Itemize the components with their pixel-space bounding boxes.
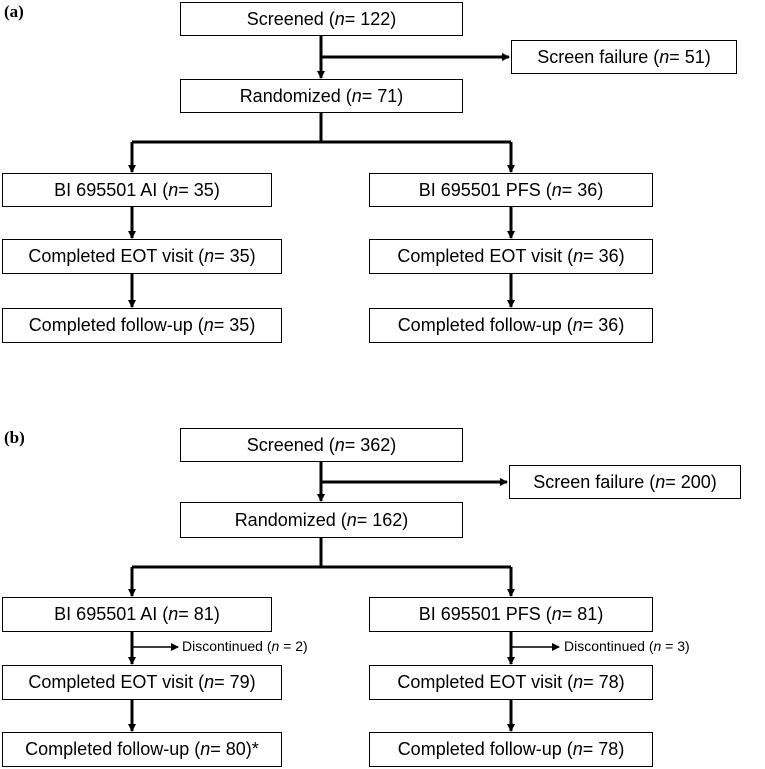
n-symbol: n (204, 672, 215, 692)
b-pfs-followup-count: = 78) (582, 739, 625, 759)
b-randomized-count: = 162) (356, 509, 409, 530)
b-screened-text: Screened ( (246, 434, 335, 455)
b-pfs-discontinued-note: Discontinued (n = 3) (564, 638, 690, 654)
arm-ai-box: BI 695501 AI (n = 35) (2, 173, 272, 207)
arm-pfs-text: BI 695501 PFS ( (418, 179, 552, 200)
b-ai-eot-box: Completed EOT visit (n = 79) (2, 665, 282, 700)
pfs-eot-text: Completed EOT visit ( (397, 246, 574, 266)
screened-box: Screened (n = 122) (180, 2, 463, 36)
randomized-text: Randomized ( (239, 85, 352, 106)
n-symbol: n (573, 672, 584, 692)
pfs-followup-count: = 36) (582, 315, 625, 335)
b-randomized-box: Randomized (n = 162) (180, 502, 463, 538)
screened-count: = 122) (344, 8, 397, 29)
b-arm-ai-text: BI 695501 AI ( (54, 604, 169, 624)
n-symbol: n (271, 638, 280, 654)
pfs-discontinued-count: = 3) (661, 638, 690, 654)
b-randomized-text: Randomized ( (234, 509, 347, 530)
n-symbol: n (351, 85, 362, 106)
n-symbol: n (655, 471, 666, 492)
b-screen-failure-count: = 200) (665, 471, 717, 492)
n-symbol: n (551, 179, 562, 200)
b-pfs-eot-count: = 78) (583, 672, 625, 692)
b-ai-followup-box: Completed follow-up (n = 80)* (2, 732, 282, 767)
arm-pfs-count: = 36) (561, 179, 604, 200)
n-symbol: n (334, 8, 345, 29)
b-arm-pfs-count: = 81) (561, 604, 604, 624)
b-arm-pfs-box: BI 695501 PFS (n = 81) (369, 597, 653, 632)
b-screen-failure-box: Screen failure (n = 200) (509, 465, 741, 499)
randomized-count: = 71) (361, 85, 404, 106)
screen-failure-box: Screen failure (n = 51) (511, 40, 737, 74)
screened-text: Screened ( (246, 8, 335, 29)
n-symbol: n (573, 246, 584, 266)
pfs-eot-box: Completed EOT visit (n = 36) (369, 239, 653, 274)
randomized-box: Randomized (n = 71) (180, 79, 463, 113)
b-ai-eot-text: Completed EOT visit ( (28, 672, 205, 692)
ai-followup-text: Completed follow-up ( (28, 315, 204, 335)
b-pfs-eot-box: Completed EOT visit (n = 78) (369, 665, 653, 700)
pfs-eot-count: = 36) (583, 246, 625, 266)
arm-ai-text: BI 695501 AI ( (54, 179, 169, 200)
b-arm-ai-box: BI 695501 AI (n = 81) (2, 597, 272, 632)
b-screened-count: = 362) (344, 434, 397, 455)
b-ai-followup-count: = 80)* (210, 739, 259, 759)
ai-followup-box: Completed follow-up (n = 35) (2, 308, 282, 343)
b-pfs-eot-text: Completed EOT visit ( (397, 672, 574, 692)
n-symbol: n (204, 246, 215, 266)
panel-a-label: (a) (4, 2, 24, 21)
n-symbol: n (572, 315, 583, 335)
ai-eot-count: = 35) (214, 246, 256, 266)
b-screen-failure-text: Screen failure ( (533, 471, 656, 492)
b-ai-followup-text: Completed follow-up ( (25, 739, 201, 759)
b-pfs-followup-text: Completed follow-up ( (397, 739, 573, 759)
pfs-discontinued-text: Discontinued ( (564, 638, 654, 654)
n-symbol: n (572, 739, 583, 759)
n-symbol: n (200, 739, 211, 759)
ai-eot-box: Completed EOT visit (n = 35) (2, 239, 282, 274)
ai-discontinued-text: Discontinued ( (182, 638, 272, 654)
b-arm-pfs-text: BI 695501 PFS ( (418, 604, 552, 624)
screen-failure-count: = 51) (669, 46, 711, 67)
n-symbol: n (168, 604, 179, 624)
n-symbol: n (334, 434, 345, 455)
b-ai-discontinued-note: Discontinued (n = 2) (182, 638, 308, 654)
ai-discontinued-count: = 2) (279, 638, 308, 654)
b-pfs-followup-box: Completed follow-up (n = 78) (369, 732, 653, 767)
b-screened-box: Screened (n = 362) (180, 428, 463, 462)
ai-eot-text: Completed EOT visit ( (28, 246, 205, 266)
n-symbol: n (659, 46, 670, 67)
n-symbol: n (346, 509, 357, 530)
b-arm-ai-count: = 81) (178, 604, 220, 624)
n-symbol: n (203, 315, 214, 335)
n-symbol: n (653, 638, 662, 654)
pfs-followup-box: Completed follow-up (n = 36) (369, 308, 653, 343)
arm-pfs-box: BI 695501 PFS (n = 36) (369, 173, 653, 207)
ai-followup-count: = 35) (213, 315, 256, 335)
pfs-followup-text: Completed follow-up ( (397, 315, 573, 335)
arm-ai-count: = 35) (178, 179, 220, 200)
b-ai-eot-count: = 79) (214, 672, 256, 692)
screen-failure-text: Screen failure ( (537, 46, 660, 67)
panel-b-label: (b) (4, 428, 25, 447)
n-symbol: n (551, 604, 562, 624)
n-symbol: n (168, 179, 179, 200)
